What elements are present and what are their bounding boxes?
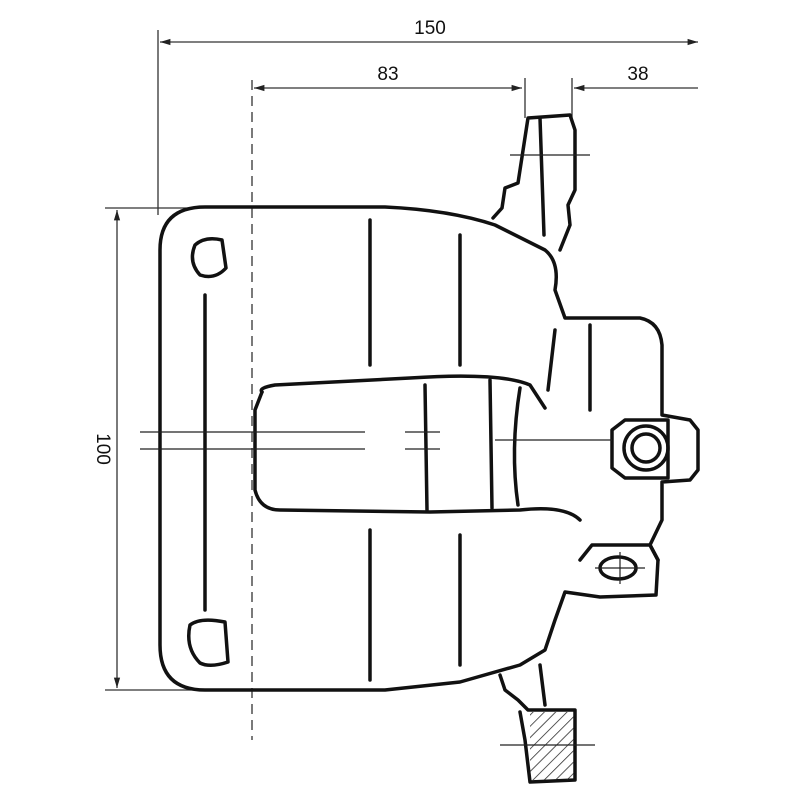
section-hatch xyxy=(530,712,574,780)
dimension-height: 100 xyxy=(92,433,113,465)
dimension-bracket-width: 38 xyxy=(627,64,648,85)
dimension-inner-width: 83 xyxy=(377,64,398,85)
caliper-body xyxy=(158,113,700,784)
center-lines xyxy=(140,154,645,746)
dimension-lines xyxy=(105,30,698,740)
dimension-overall-width: 150 xyxy=(414,18,446,39)
